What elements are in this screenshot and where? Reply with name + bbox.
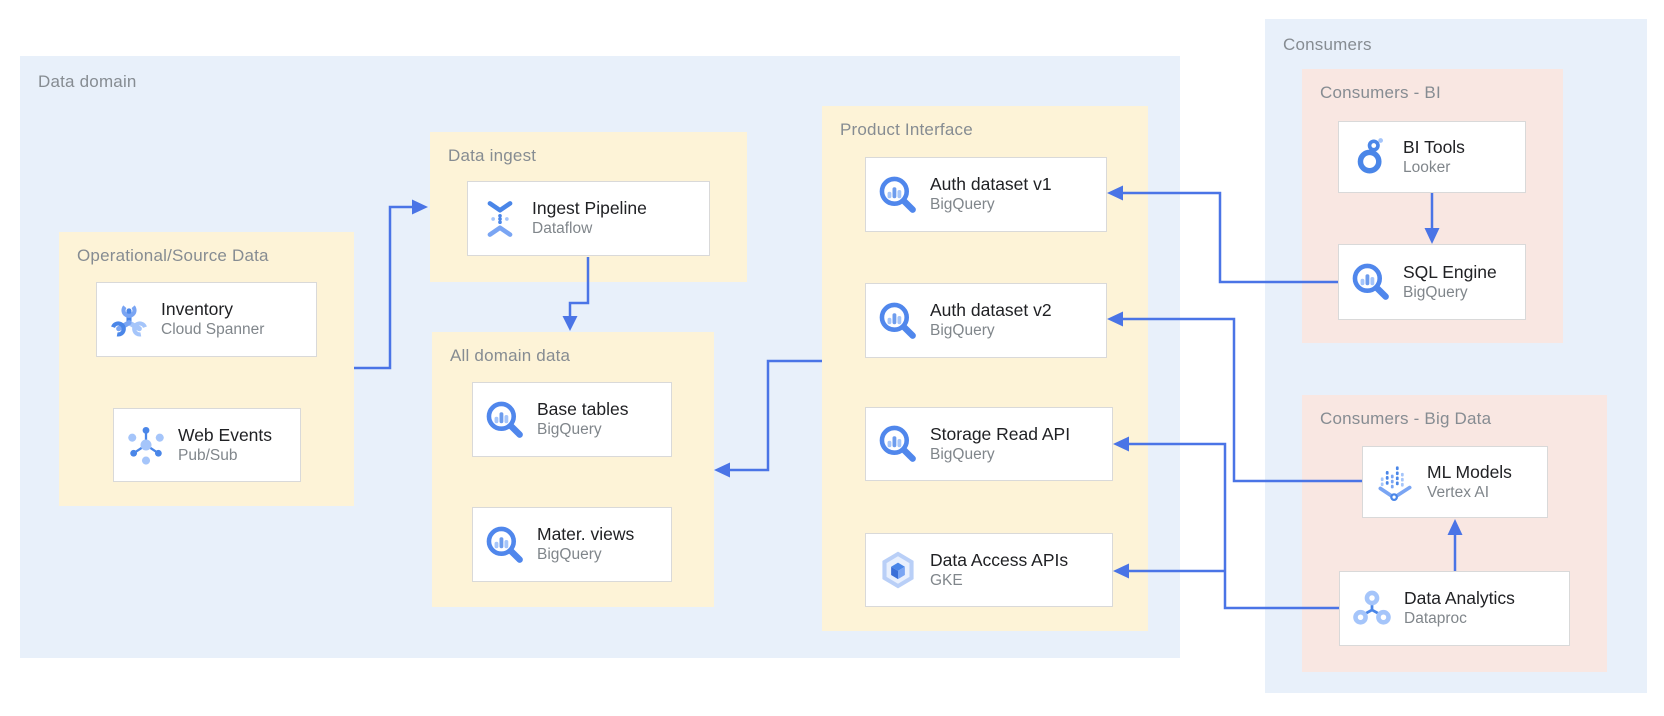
card-subtitle: GKE — [930, 571, 963, 589]
ingest-pipeline-card: Ingest Pipeline Dataflow — [467, 181, 710, 256]
operational-source-data-label: Operational/Source Data — [77, 246, 269, 265]
dataflow-icon — [468, 197, 532, 241]
card-subtitle: Cloud Spanner — [161, 321, 265, 338]
base-tables-card: Base tables BigQuery — [472, 382, 672, 457]
consumers-big-data-label: Consumers - Big Data — [1320, 409, 1492, 428]
card-subtitle: Dataproc — [1404, 610, 1467, 627]
bigquery-icon — [473, 398, 537, 442]
card-subtitle: BigQuery — [1403, 283, 1468, 301]
auth-dataset-v1-card: Auth dataset v1 BigQuery — [865, 157, 1107, 232]
all-domain-data-group: All domain data Base tables BigQuery Mat… — [432, 332, 714, 607]
bigquery-icon — [473, 523, 537, 567]
consumers-big-data-group: Consumers - Big Data ML Models Vertex AI… — [1302, 395, 1607, 672]
consumers-panel: Consumers Consumers - BI BI Tools Looker… — [1265, 19, 1647, 693]
card-title: Auth dataset v2 — [930, 300, 1052, 320]
data-access-apis-card: Data Access APIs GKE — [865, 533, 1113, 607]
bigquery-icon — [1339, 260, 1403, 304]
card-title: Mater. views — [537, 524, 635, 544]
pubsub-icon — [114, 423, 178, 467]
card-title: Data Access APIs — [930, 549, 1069, 570]
looker-icon — [1339, 135, 1403, 179]
data-domain-panel: Data domain Operational/Source Data Inve… — [20, 56, 1180, 658]
dataproc-icon — [1340, 587, 1404, 631]
web-events-card: Web Events Pub/Sub — [113, 408, 301, 482]
card-title: Web Events — [178, 424, 273, 445]
card-subtitle: Looker — [1403, 158, 1451, 176]
product-interface-label: Product Interface — [840, 120, 973, 139]
mater-views-card: Mater. views BigQuery — [472, 507, 672, 582]
card-title: SQL Engine — [1403, 261, 1497, 282]
card-title: Auth dataset v1 — [930, 174, 1052, 194]
card-title: Storage Read API — [930, 423, 1071, 444]
product-interface-group: Product Interface Auth dataset v1 BigQue… — [822, 106, 1148, 631]
bigquery-icon — [866, 422, 930, 466]
ml-models-card: ML Models Vertex AI — [1362, 446, 1548, 518]
data-ingest-label: Data ingest — [448, 146, 537, 165]
bi-tools-card: BI Tools Looker — [1338, 121, 1526, 193]
data-analytics-card: Data Analytics Dataproc — [1339, 571, 1570, 646]
card-title: Data Analytics — [1404, 588, 1515, 608]
cloud-spanner-icon — [97, 298, 161, 342]
card-title: ML Models — [1427, 461, 1512, 482]
bigquery-icon — [866, 299, 930, 343]
card-title: Inventory — [161, 299, 233, 319]
storage-read-api-card: Storage Read API BigQuery — [865, 407, 1113, 481]
data-ingest-group: Data ingest Ingest Pipeline Dataflow — [430, 132, 747, 282]
data-domain-label: Data domain — [38, 72, 137, 91]
card-title: Ingest Pipeline — [532, 198, 647, 218]
card-title: BI Tools — [1403, 136, 1465, 157]
card-subtitle: BigQuery — [930, 445, 995, 463]
all-domain-data-label: All domain data — [450, 346, 571, 365]
card-title: Base tables — [537, 399, 629, 419]
bigquery-icon — [866, 173, 930, 217]
vertex-ai-icon — [1363, 460, 1427, 504]
sql-engine-card: SQL Engine BigQuery — [1338, 244, 1526, 320]
consumers-bi-label: Consumers - BI — [1320, 83, 1441, 102]
card-subtitle: Vertex AI — [1427, 483, 1490, 501]
card-subtitle: Dataflow — [532, 220, 593, 237]
inventory-card: Inventory Cloud Spanner — [96, 282, 317, 357]
card-subtitle: Pub/Sub — [178, 446, 238, 464]
card-subtitle: BigQuery — [537, 421, 602, 438]
consumers-bi-group: Consumers - BI BI Tools Looker SQL Engin… — [1302, 69, 1563, 343]
consumers-label: Consumers — [1283, 35, 1372, 54]
card-subtitle: BigQuery — [930, 196, 995, 213]
card-subtitle: BigQuery — [537, 546, 602, 563]
card-subtitle: BigQuery — [930, 322, 995, 339]
auth-dataset-v2-card: Auth dataset v2 BigQuery — [865, 283, 1107, 358]
gke-icon — [866, 548, 930, 592]
operational-source-data-group: Operational/Source Data Inventory Cloud … — [59, 232, 354, 506]
